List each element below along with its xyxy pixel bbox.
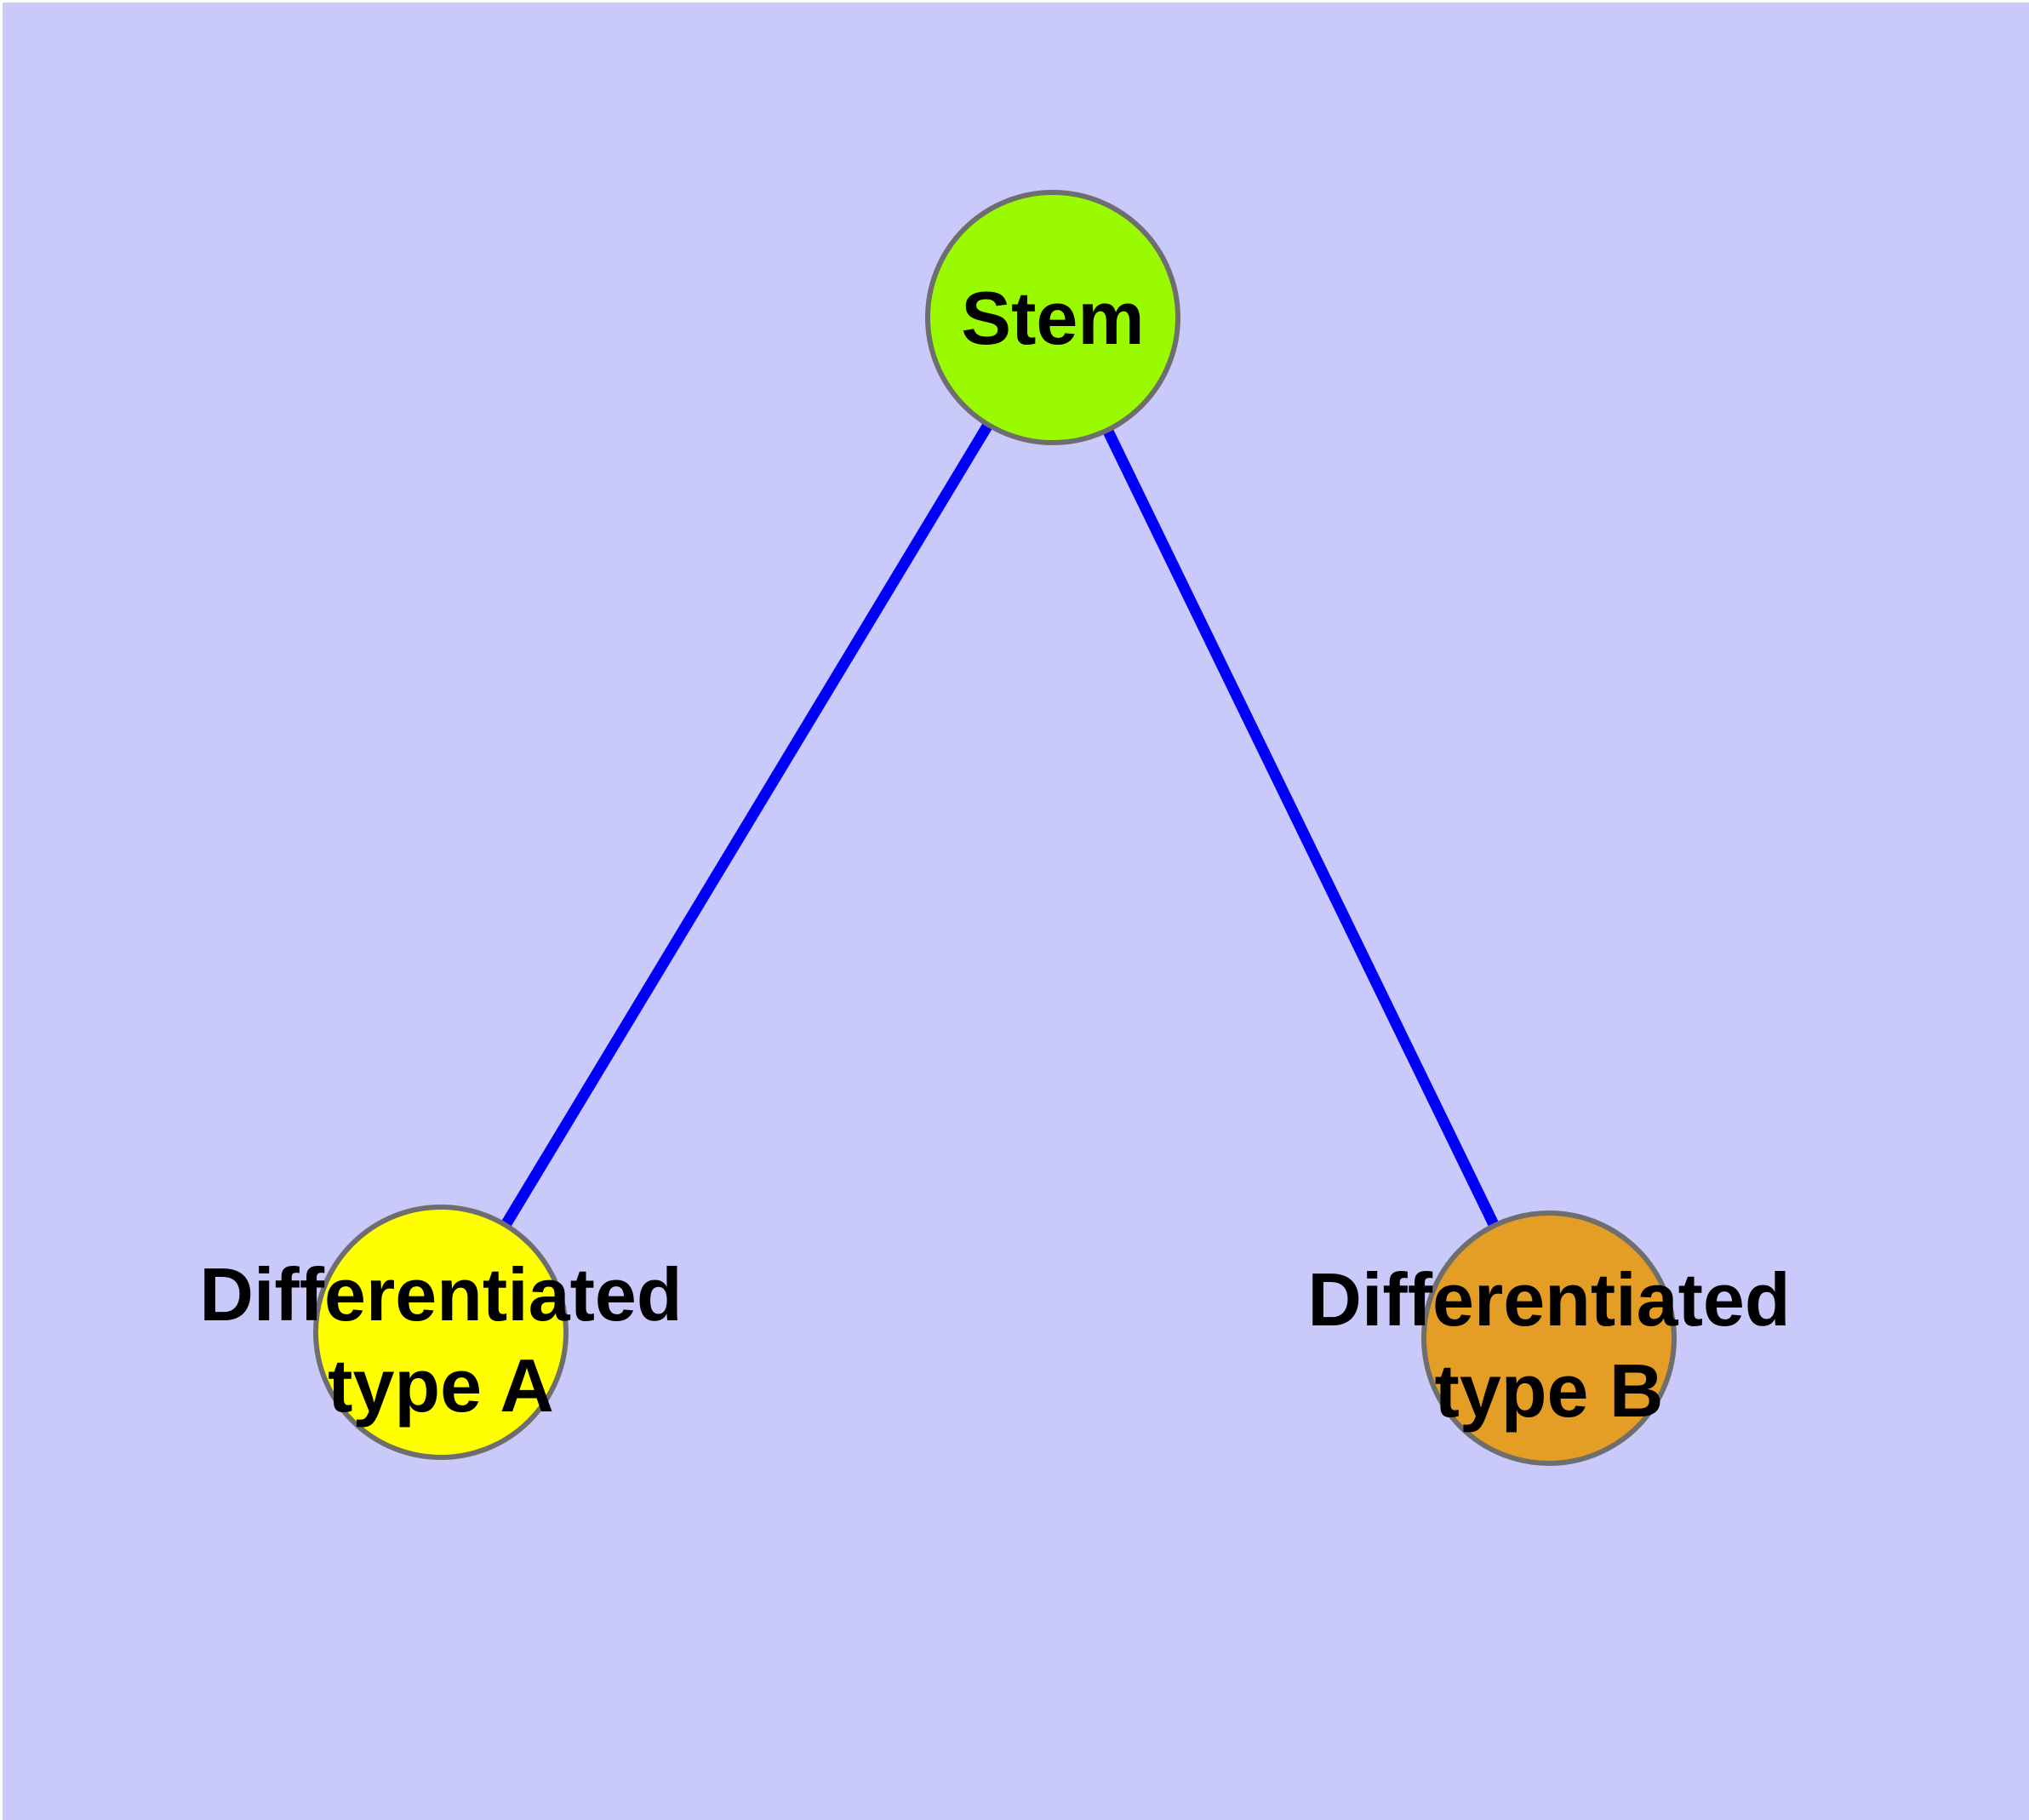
node-type-b-label-line1: Differentiated [1307,1257,1790,1342]
node-stem-circle [925,190,1180,445]
edge-stem-to-type-a [436,314,1058,1336]
node-type-a-circle [313,1205,569,1460]
edge-stem-to-type-b [1048,315,1554,1341]
node-type-a-label-line2: type A [328,1343,554,1428]
node-stem-label: Stem [961,276,1144,360]
node-type-a-label-line1: Differentiated [199,1252,682,1336]
node-type-b-label-line2: type B [1435,1348,1664,1433]
node-type-b-circle [1421,1210,1677,1466]
